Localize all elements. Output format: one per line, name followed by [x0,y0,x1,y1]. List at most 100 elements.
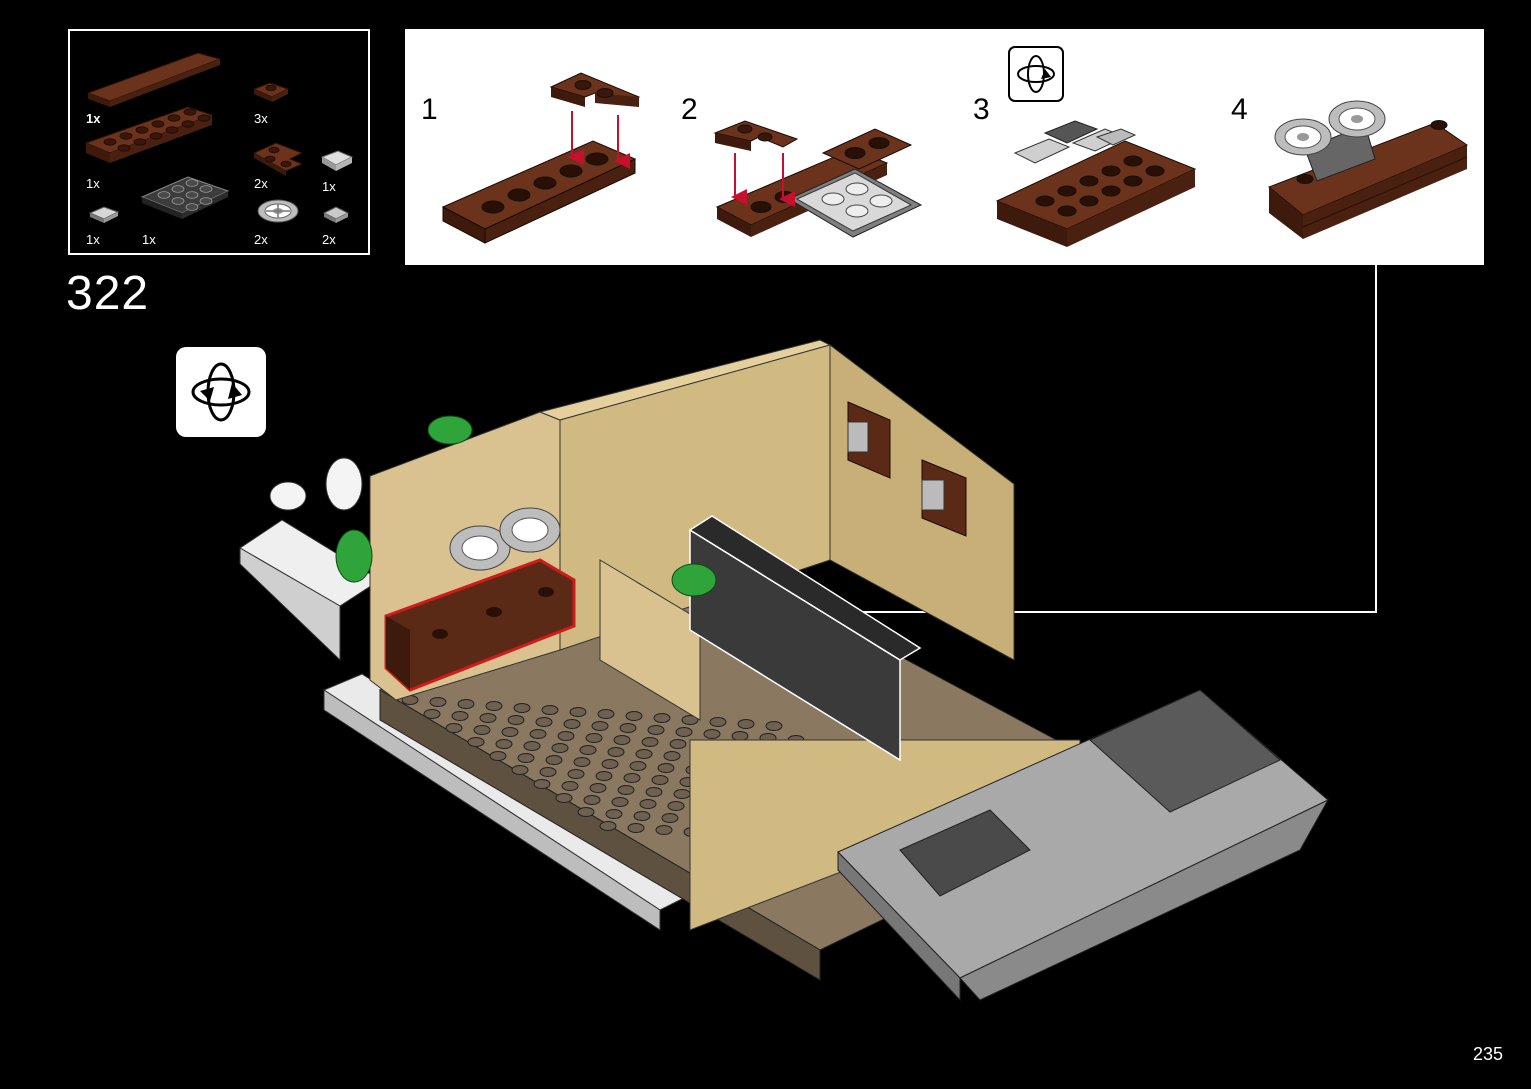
floor-stud [555,793,573,803]
floor-stud [577,807,595,817]
floor-stud [569,707,587,717]
substep-2-illustration [713,120,923,238]
floor-stud [605,809,623,819]
floor-stud [583,795,601,805]
substep-1-illustration [441,72,641,244]
highlighted-subassembly [384,507,576,692]
floor-stud [663,751,681,761]
floor-stud [451,711,469,721]
floor-stud [613,735,631,745]
floor-stud [645,787,663,797]
brown-corner-part [252,142,304,176]
floor-stud [673,789,691,799]
floor-stud [479,713,497,723]
gray-stone-structure [837,689,1330,1002]
floor-stud [539,767,557,777]
floor-stud [467,737,485,747]
floor-stud [511,765,529,775]
floor-stud [599,821,617,831]
part-qty-5: 1x [86,232,100,247]
floor-stud [573,757,591,767]
part-qty-3: 2x [254,176,268,191]
floor-stud [517,753,535,763]
floor-stud [541,705,559,715]
page-number: 235 [1472,1044,1503,1064]
floor-stud [623,773,641,783]
floor-stud [595,771,613,781]
floor-stud [765,721,783,731]
floor-stud [633,811,651,821]
floor-stud [627,823,645,833]
gray-tile-small-part [88,206,120,223]
floor-stud [597,709,615,719]
floor-stud [585,733,603,743]
floor-stud [563,719,581,729]
black-fence [688,515,922,762]
green-plants [335,415,717,597]
substep-3-number: 3 [973,93,990,126]
part-qty-2: 1x [86,176,100,191]
floor-stud [607,747,625,757]
floor-stud [557,731,575,741]
floor-stud [485,701,503,711]
floor-stud [617,785,635,795]
floor-stud [513,703,531,713]
part-qty-7: 2x [254,232,268,247]
rotate-model-icon [176,347,266,437]
floor-stud [561,781,579,791]
floor-stud [661,813,679,823]
floor-stud [703,729,721,739]
floor-stud [589,783,607,793]
floor-stud [533,779,551,789]
floor-stud [523,741,541,751]
gray-slope-part [320,150,354,171]
floor-stud [429,697,447,707]
floor-stud [501,727,519,737]
floor-stud [489,751,507,761]
floor-stud [601,759,619,769]
substep-3-illustration [995,120,1197,247]
floor-stud [647,725,665,735]
floor-stud [529,729,547,739]
floor-stud [629,761,647,771]
floor-stud [635,749,653,759]
floor-stud [737,719,755,729]
floor-stud [545,755,563,765]
parts-illustration [84,52,354,223]
part-qty-0: 1x [86,111,101,126]
floor-stud [625,711,643,721]
floor-stud [641,737,659,747]
part-qty-8: 2x [322,232,336,247]
sub-assembly-illustration [441,46,1469,247]
brown-plate-part [84,106,214,163]
substep-4-illustration [1268,100,1469,239]
part-qty-1: 3x [254,111,268,126]
step-number: 322 [66,267,150,320]
floor-stud [619,723,637,733]
floor-stud [709,717,727,727]
floor-stud [591,721,609,731]
floor-stud [457,699,475,709]
floor-stud [655,825,673,835]
floor-stud [507,715,525,725]
gray-slope-small-part [322,206,350,223]
floor-stud [551,743,569,753]
floor-stud [639,799,657,809]
floor-stud [611,797,629,807]
brown-tile-part [86,52,222,107]
floor-stud [495,739,513,749]
sub-assembly-panel: 1 2 3 4 [405,29,1484,265]
brown-wall-panels [847,401,967,537]
floor-stud [669,739,687,749]
floor-stud [657,763,675,773]
gray-plate-part [140,176,230,219]
floor-stud [667,801,685,811]
rotate-icon-small [1008,46,1064,102]
floor-stud [579,745,597,755]
floor-stud [535,717,553,727]
substep-1-number: 1 [421,93,438,126]
floor-stud [653,713,671,723]
part-qty-6: 1x [142,232,156,247]
parts-list: 1x 3x 1x 2x 1x 1x 1x 2x 2x [68,29,370,255]
